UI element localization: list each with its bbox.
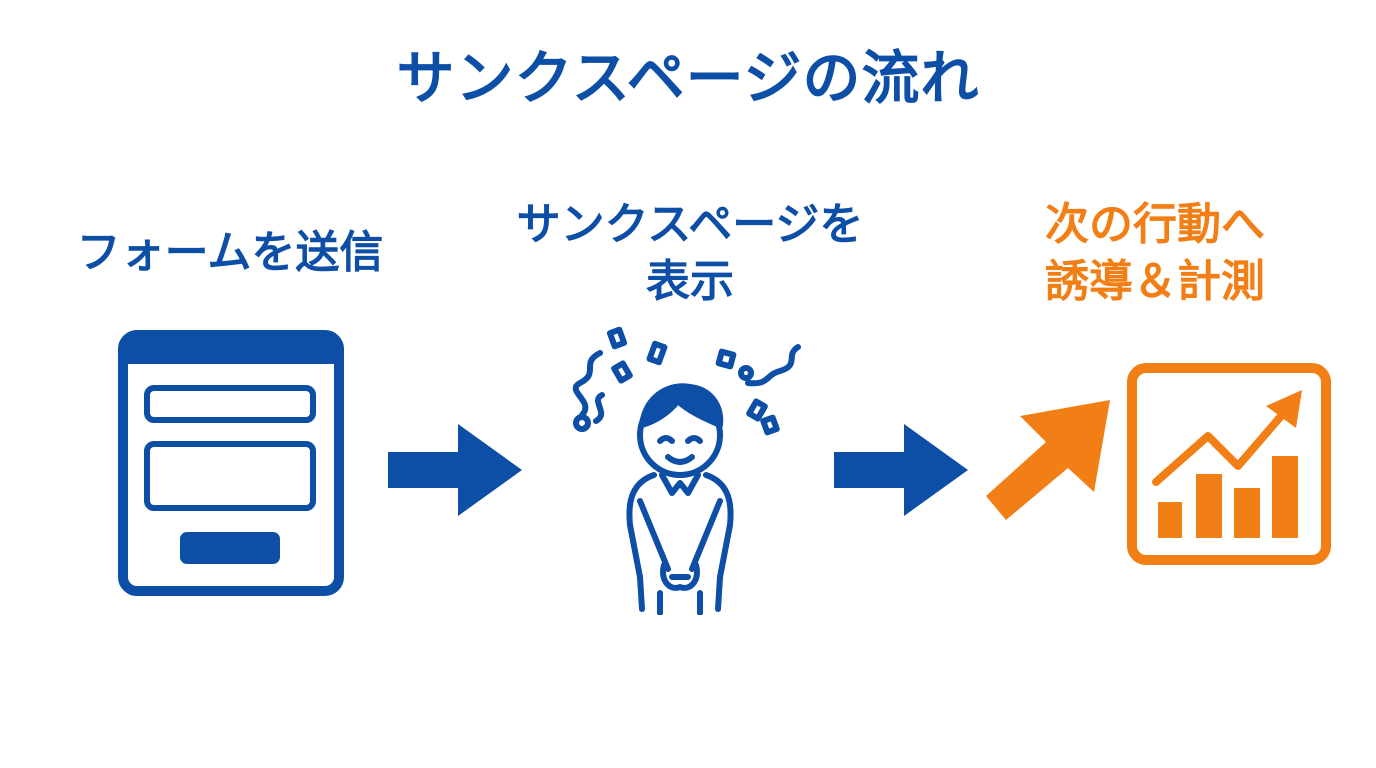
form-icon: [118, 330, 344, 596]
right-arrow-icon: [388, 424, 522, 516]
growth-chart-icon: [1127, 363, 1331, 565]
step-3-label-line2: 誘導＆計測: [1045, 256, 1265, 308]
step-3-label: 次の行動へ 誘導＆計測: [980, 196, 1330, 310]
step-1-label-line1: フォームを送信: [76, 227, 384, 278]
page-title: サンクスページの流れ: [396, 44, 980, 112]
step-3-label-line1: 次の行動へ: [1045, 199, 1265, 250]
step-2-label: サンクスページを 表示: [470, 196, 910, 310]
step-1-label: フォームを送信: [30, 224, 430, 281]
up-right-arrow-icon: [986, 400, 1110, 520]
step-2-label-line2: 表示: [646, 256, 734, 308]
step-2-label-line1: サンクスページを: [516, 199, 864, 250]
bowing-person-icon: [572, 326, 801, 615]
right-arrow-icon: [834, 424, 968, 516]
